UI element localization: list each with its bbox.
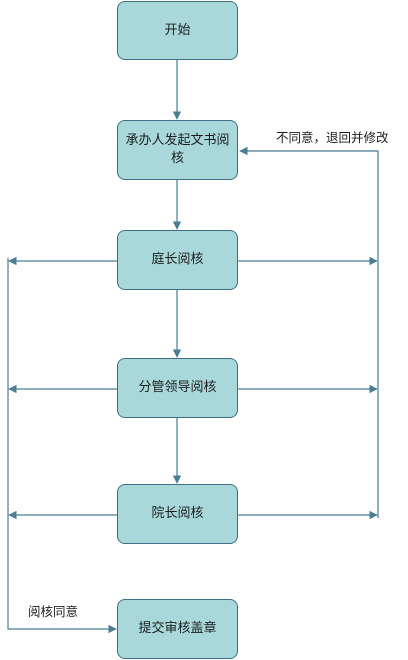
node-drafter-review-label: 承办人发起文书阅核 <box>125 133 230 166</box>
node-president-review-label: 庭长阅核 <box>151 252 204 267</box>
node-leader-review-label: 分管领导阅核 <box>138 380 217 395</box>
node-start[interactable]: 开始 <box>117 1 238 60</box>
edge-approved-to-seal <box>7 258 117 634</box>
node-president-review[interactable]: 庭长阅核 <box>117 230 238 290</box>
node-drafter-review[interactable]: 承办人发起文书阅核 <box>117 120 238 180</box>
edge-return-to-drafter <box>239 146 379 518</box>
label-reject-return: 不同意，退回并修改 <box>276 127 389 146</box>
node-dean-review[interactable]: 院长阅核 <box>117 484 238 544</box>
node-dean-review-label: 院长阅核 <box>151 506 204 521</box>
node-seal[interactable]: 提交审核盖章 <box>117 599 238 659</box>
node-leader-review[interactable]: 分管领导阅核 <box>117 358 238 418</box>
label-approved: 阅核同意 <box>28 601 79 620</box>
node-seal-label: 提交审核盖章 <box>138 621 217 636</box>
node-start-label: 开始 <box>164 22 191 38</box>
